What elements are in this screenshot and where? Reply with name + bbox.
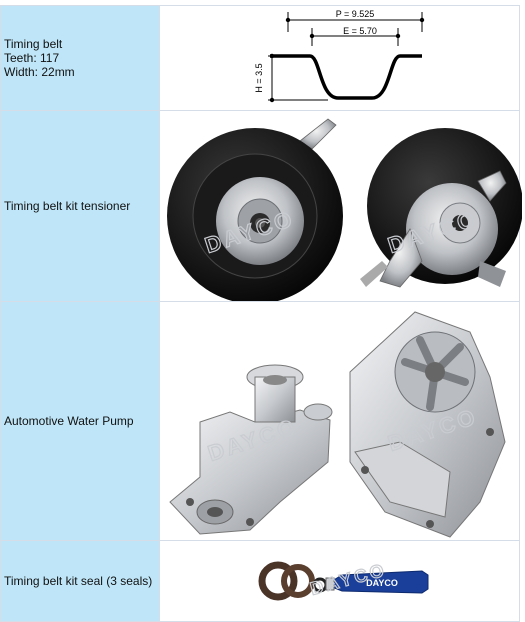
- parts-table: Timing belt Teeth: 117 Width: 22mm P = 9…: [0, 5, 522, 622]
- belt-profile: [270, 54, 422, 100]
- e-label: E = 5.70: [343, 26, 377, 36]
- label-line: Automotive Water Pump: [4, 414, 134, 428]
- label-cell-tensioner: Timing belt kit tensioner: [0, 110, 160, 302]
- image-cell-timing-belt: P = 9.525 E = 5.70 H = 3.5: [159, 5, 520, 111]
- h-label: H = 3.5: [254, 63, 264, 92]
- label-cell-water-pump: Automotive Water Pump: [0, 301, 160, 541]
- belt-profile-diagram: P = 9.525 E = 5.70 H = 3.5: [254, 9, 425, 103]
- row-water-pump: Automotive Water Pump: [0, 301, 520, 541]
- label-line: Timing belt kit tensioner: [4, 199, 131, 213]
- tensioner-images: DAYCO DAYCO: [167, 118, 522, 301]
- sealant-tube-icon: DAYCO: [325, 570, 429, 594]
- label-line: Width: 22mm: [4, 65, 75, 79]
- water-pump-left-icon: [169, 364, 333, 535]
- row-seals: Timing belt kit seal (3 seals) DAYCO DAY…: [0, 540, 520, 622]
- water-pump-right-icon: [349, 311, 506, 538]
- image-cell-water-pump: DAYCO DAYCO: [159, 301, 520, 541]
- dayco-watermark: DAYCO: [308, 559, 389, 599]
- label-line: Timing belt: [4, 37, 63, 51]
- label-cell-seals: Timing belt kit seal (3 seals): [0, 540, 160, 622]
- row-timing-belt: Timing belt Teeth: 117 Width: 22mm P = 9…: [0, 5, 520, 111]
- tensioner-left-icon: [167, 118, 343, 301]
- image-cell-seals: DAYCO DAYCO: [159, 540, 520, 622]
- label-line: Timing belt kit seal (3 seals): [4, 574, 153, 588]
- label-line: Teeth: 117: [4, 51, 60, 65]
- image-cell-tensioner: DAYCO DAYCO: [159, 110, 522, 302]
- label-cell-timing-belt: Timing belt Teeth: 117 Width: 22mm: [0, 5, 160, 111]
- seals-image: DAYCO DAYCO: [258, 559, 429, 601]
- row-tensioner: Timing belt kit tensioner: [0, 110, 522, 302]
- water-pump-images: DAYCO DAYCO: [169, 311, 506, 538]
- tensioner-right-icon: [360, 128, 522, 288]
- pitch-label: P = 9.525: [336, 9, 375, 19]
- tube-label: DAYCO: [366, 578, 398, 588]
